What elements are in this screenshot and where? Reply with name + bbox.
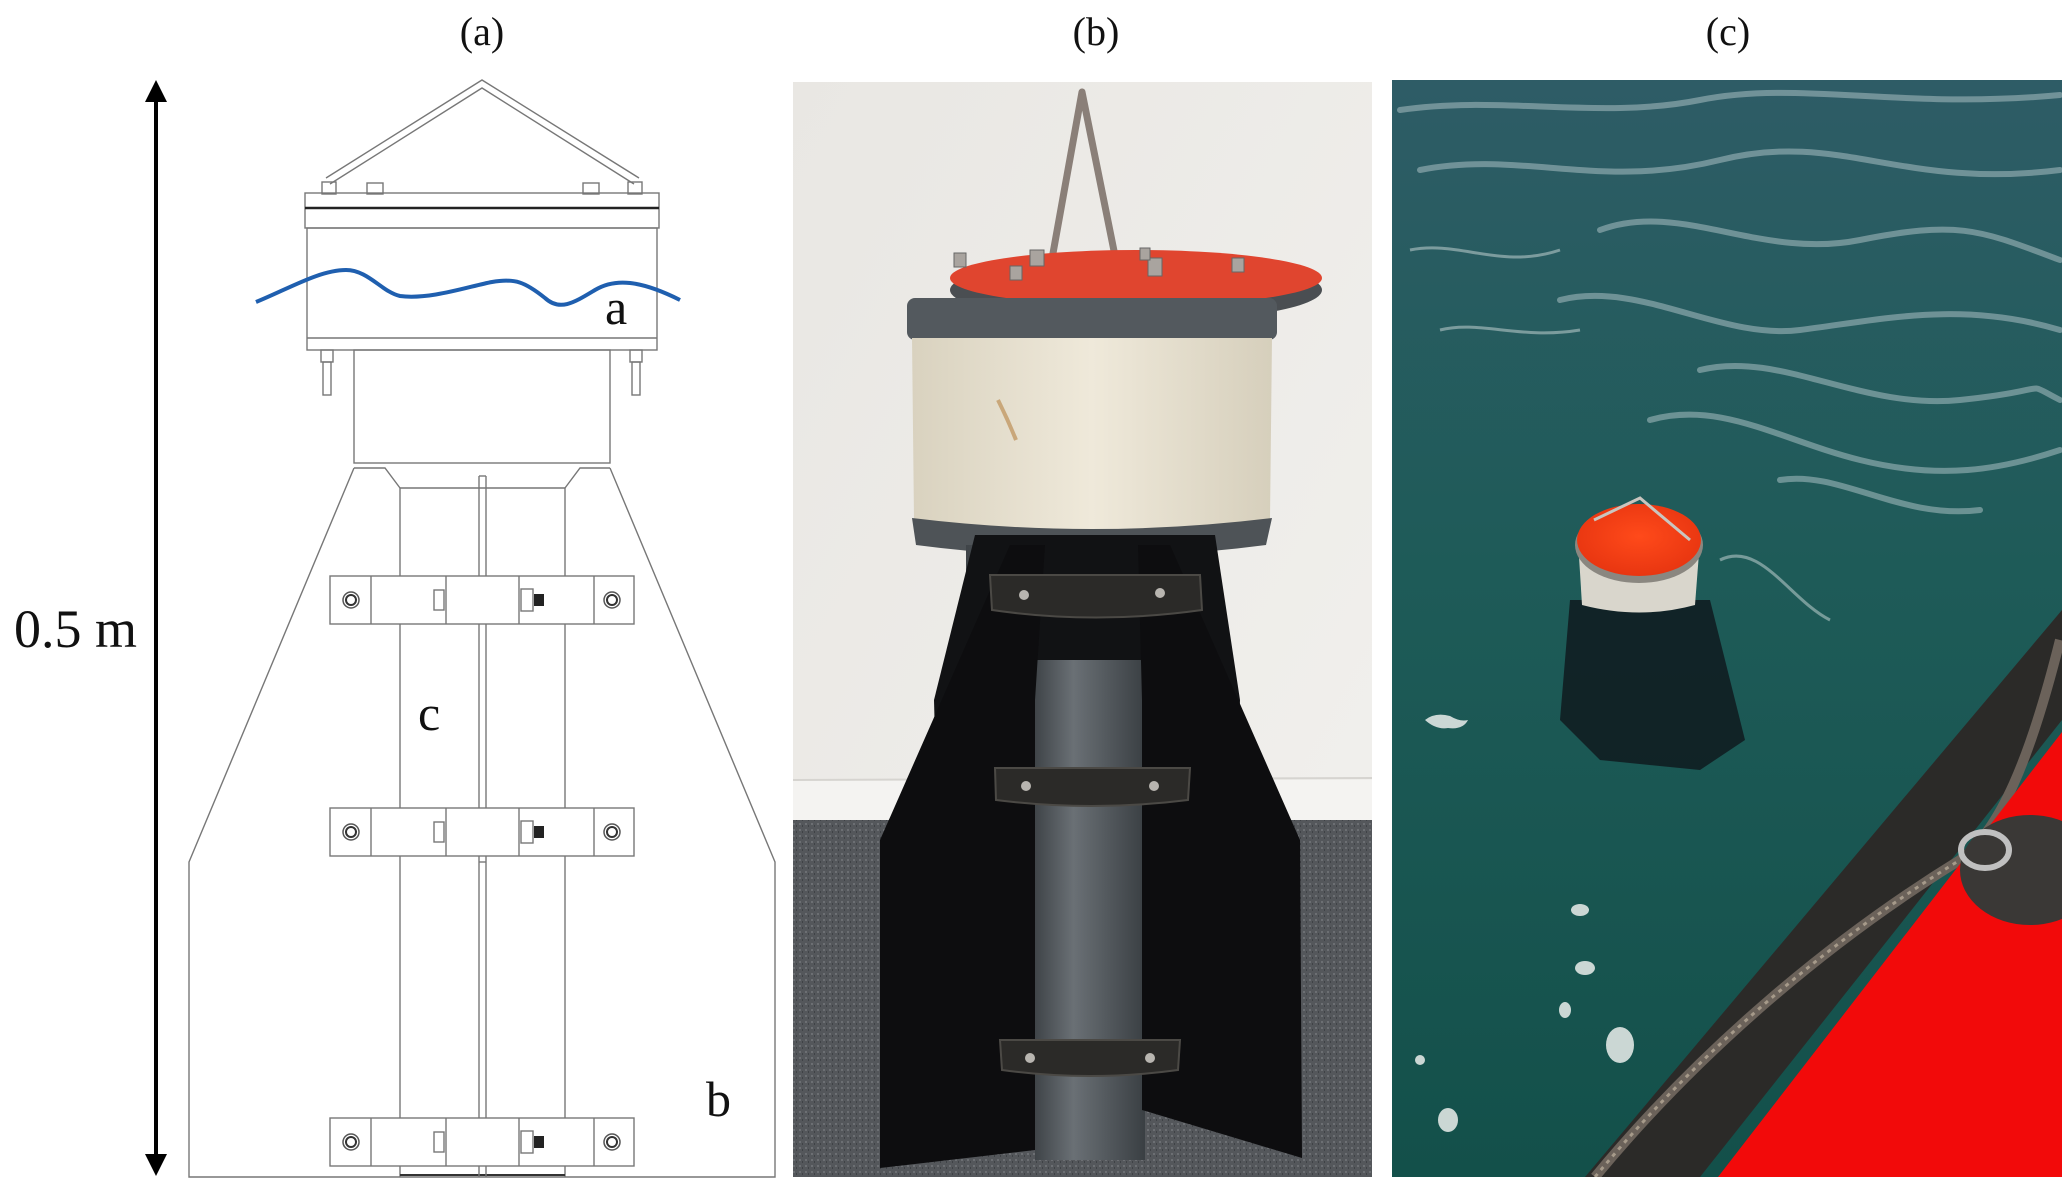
clamp-bottom	[329, 1117, 635, 1167]
photo-instrument-indoor	[792, 82, 1373, 1177]
photo-instrument-at-sea	[1392, 80, 2062, 1177]
part-label-c: c	[418, 685, 441, 741]
part-label-b: b	[706, 1071, 731, 1127]
clamp-middle	[329, 807, 635, 857]
dimension-arrow	[145, 80, 167, 1176]
panel-label-b: (b)	[1072, 9, 1120, 54]
clamp-top	[329, 575, 635, 625]
instrument-outline	[188, 79, 776, 1178]
dimension-label: 0.5 m	[14, 599, 138, 659]
panel-label-c: (c)	[1705, 9, 1751, 54]
waterline	[255, 267, 681, 307]
panel-label-a: (a)	[459, 9, 505, 54]
part-label-a: a	[605, 279, 628, 335]
